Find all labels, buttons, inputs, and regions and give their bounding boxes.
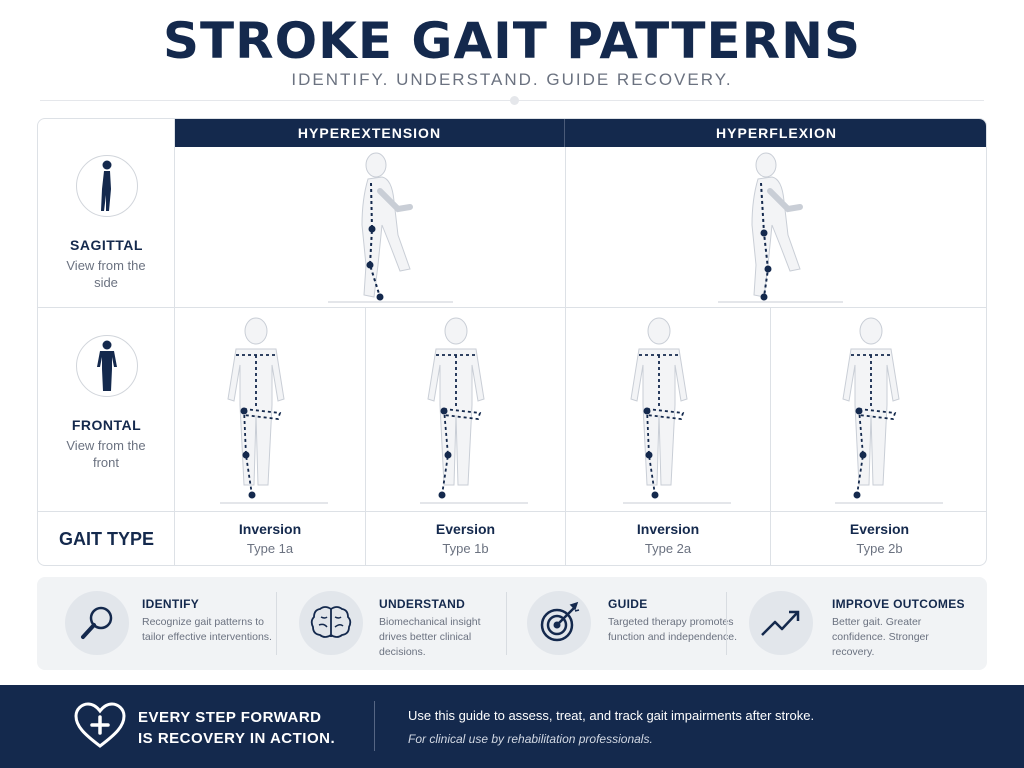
- footer-main-text: Use this guide to assess, treat, and tra…: [408, 708, 815, 723]
- gait-type-name: Inversion: [238, 521, 302, 537]
- magnifier-icon: [65, 591, 129, 655]
- row-title: SAGITTAL: [70, 237, 143, 253]
- gait-type-cell: Eversion Type 2b: [771, 511, 986, 565]
- grid-line: [365, 307, 366, 565]
- benefit-description: Better gait. Greater confidence. Stronge…: [832, 616, 929, 658]
- grid-line: [38, 511, 986, 512]
- side-silhouette-icon: [75, 155, 138, 217]
- benefits-panel: IDENTIFY Recognize gait patterns to tail…: [37, 577, 987, 670]
- benefit-improve-outcomes: IMPROVE OUTCOMES Better gait. Greater co…: [727, 577, 987, 670]
- gait-type-code: Type 2a: [644, 541, 692, 556]
- brain-icon: [299, 591, 363, 655]
- row-label-frontal: FRONTAL View from the front: [38, 335, 175, 471]
- gait-type-cell: Inversion Type 2a: [566, 511, 770, 565]
- row-title: FRONTAL: [71, 417, 142, 433]
- benefit-title: IDENTIFY: [142, 597, 200, 611]
- gait-type-cell: Inversion Type 1a: [175, 511, 365, 565]
- benefit-title: GUIDE: [608, 597, 648, 611]
- benefit-description: Recognize gait patterns to tailor effect…: [142, 616, 272, 643]
- heart-plus-icon: [74, 702, 126, 748]
- benefit-description: Targeted therapy promotes function and i…: [608, 616, 738, 643]
- footer-banner: EVERY STEP FORWARD IS RECOVERY IN ACTION…: [0, 685, 1024, 768]
- sagittal-figure-hyperextension: [328, 152, 453, 303]
- footer-tagline: EVERY STEP FORWARD IS RECOVERY IN ACTION…: [138, 709, 336, 747]
- benefit-guide: GUIDE Targeted therapy promotes function…: [507, 577, 737, 670]
- benefit-description: Biomechanical insight drives better clin…: [379, 616, 481, 658]
- benefit-title: IMPROVE OUTCOMES: [832, 597, 965, 611]
- column-header-hyperflexion: HYPERFLEXION: [565, 119, 986, 147]
- frontal-figure-type-1b: [420, 317, 528, 504]
- page-title: STROKE GAIT PATTERNS: [162, 12, 862, 70]
- benefit-identify: IDENTIFY Recognize gait patterns to tail…: [37, 577, 275, 670]
- gait-type-name: Inversion: [636, 521, 700, 537]
- grid-line: [770, 307, 771, 565]
- page-subtitle: IDENTIFY. UNDERSTAND. GUIDE RECOVERY.: [291, 70, 733, 89]
- sagittal-figure-hyperflexion: [718, 152, 843, 303]
- gait-type-code: Type 1b: [442, 541, 489, 556]
- gait-type-label: GAIT TYPE: [58, 529, 154, 549]
- grid-line: [174, 119, 175, 565]
- gait-type-name: Eversion: [849, 521, 910, 537]
- divider: [506, 592, 507, 655]
- target-arrow-icon: [527, 591, 591, 655]
- front-silhouette-icon: [75, 335, 138, 397]
- footer-note: For clinical use by rehabilitation profe…: [408, 732, 653, 746]
- trend-up-icon: [749, 591, 813, 655]
- divider: [276, 592, 277, 655]
- gait-pattern-table: HYPEREXTENSION HYPERFLEXION SAGITTAL Vie…: [37, 118, 987, 566]
- row-subtitle: View from the side: [66, 258, 146, 290]
- row-subtitle: View from the front: [66, 438, 146, 470]
- divider-dot: [510, 96, 519, 105]
- divider: [726, 592, 727, 655]
- frontal-figure-type-1a: [220, 317, 328, 504]
- column-header-hyperextension: HYPEREXTENSION: [175, 119, 565, 147]
- gait-type-code: Type 2b: [856, 541, 903, 556]
- benefit-title: UNDERSTAND: [379, 597, 466, 611]
- grid-line: [565, 147, 566, 565]
- divider: [374, 701, 375, 751]
- benefit-understand: UNDERSTAND Biomechanical insight drives …: [277, 577, 505, 670]
- gait-type-cell: Eversion Type 1b: [366, 511, 565, 565]
- frontal-figure-type-2b: [835, 317, 943, 504]
- row-label-sagittal: SAGITTAL View from the side: [38, 155, 175, 291]
- gait-type-name: Eversion: [435, 521, 496, 537]
- gait-type-code: Type 1a: [246, 541, 294, 556]
- frontal-figure-type-2a: [623, 317, 731, 504]
- grid-line: [38, 307, 986, 308]
